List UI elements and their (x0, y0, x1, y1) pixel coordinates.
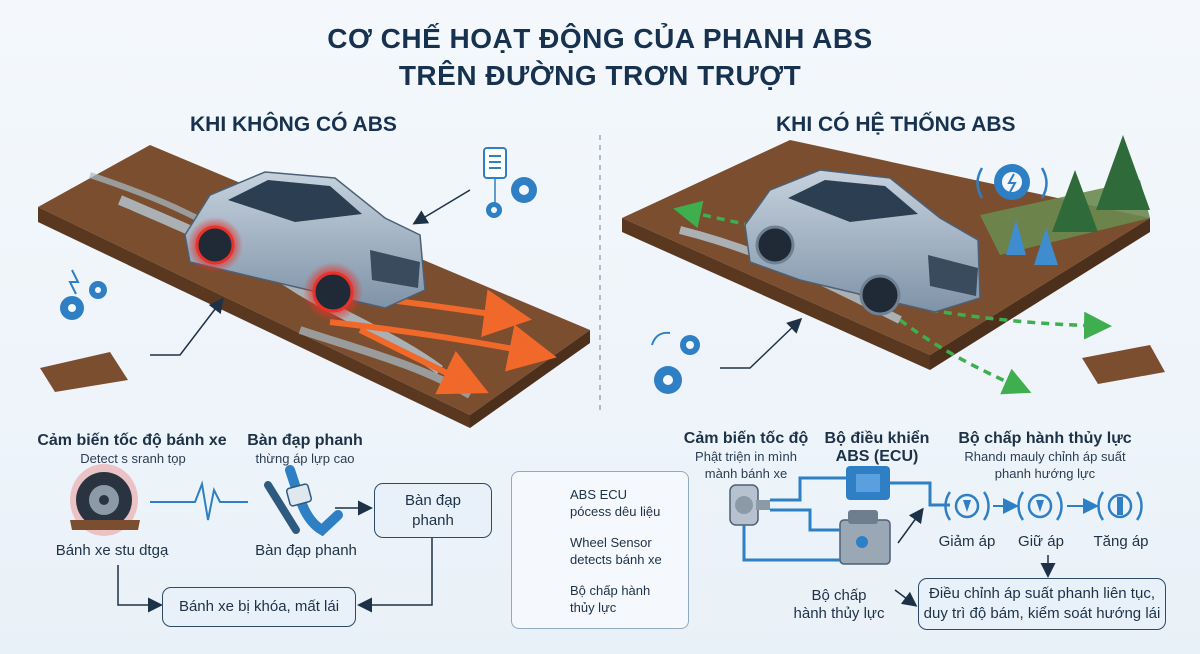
abs-signal-gear-icon (976, 164, 1048, 200)
left-callout-line-1 (412, 189, 471, 225)
abs-steer-path-2 (929, 308, 1112, 340)
left-ecu-icon (483, 147, 507, 208)
ecu-title-1: Bộ điều khiển (824, 430, 930, 447)
skid-arrow-3 (358, 327, 489, 395)
hydraulic-actuator-block (839, 510, 891, 565)
legend-item-1-line-2: pócess dêu liệu (570, 504, 661, 519)
ecu-chip-block (846, 466, 890, 500)
left-heading: KHI KHÔNG CÓ ABS (190, 113, 397, 136)
ecu-title-2: ABS (ECU) (835, 448, 919, 465)
left-car (184, 171, 426, 322)
abs-result-line-1: Điều chỉnh áp suất phanh liên tục, (929, 585, 1155, 602)
left-wheel-caption: Bánh xe stu dtgạ (55, 542, 169, 559)
right-car (744, 169, 981, 316)
legend-item-2-line-2: detects bánh xe (570, 552, 662, 567)
legend-box: ABS ECU pócess dêu liệu Wheel Sensor det… (511, 471, 689, 629)
brake-pedal-icon (264, 465, 343, 537)
actuator-sub-2: phanh hướng lực (994, 466, 1096, 481)
hydraulic-lines (742, 476, 950, 562)
abs-steer-path-3 (898, 318, 1032, 395)
left-tire-icon (70, 464, 140, 536)
title-line-1: CƠ CHẾ HOẠT ĐỘNG CỦA PHANH ABS (327, 23, 873, 54)
main-title: CƠ CHẾ HOẠT ĐỘNG CỦA PHANH ABS TRÊN ĐƯỜN… (0, 20, 1200, 94)
legend-item-2-line-1: Wheel Sensor (570, 535, 652, 550)
left-sensor-title: Cảm biến tốc độ bánh xe (37, 432, 227, 449)
left-pedal-box: Bàn đạp phanh (374, 483, 492, 538)
stage-increase-label: Tăng áp (1093, 533, 1149, 550)
actuator-title: Bộ chấp hành thủy lực (958, 430, 1132, 447)
left-gear-icon-cluster (60, 177, 537, 320)
left-pedal-sub: thừng áp lựp cao (255, 451, 355, 466)
right-callout-line (720, 317, 803, 369)
stage-hold-label: Giữ áp (1018, 533, 1064, 550)
right-heading: KHI CÓ HỆ THỐNG ABS (776, 113, 1016, 136)
legend-item-3-line-1: Bộ chấp hành (570, 583, 651, 598)
right-tire-tracks (1082, 345, 1165, 384)
traffic-cones (1006, 220, 1058, 265)
right-sensor-sub-1: Phật triện in mình (695, 449, 797, 464)
left-pedal-caption: Bàn đạp phanh (255, 542, 357, 559)
stage-decrease-label: Giảm áp (938, 533, 996, 550)
right-sensor-sub-2: mành bánh xe (704, 466, 788, 481)
legend-item-3-line-2: thủy lực (570, 600, 617, 615)
right-sensor-title: Cảm biến tốc độ (683, 430, 809, 447)
unit-caption-2: hành thủy lực (793, 605, 885, 622)
left-pedal-title: Bàn đạp phanh (247, 432, 363, 449)
actuator-sub-1: Rhandı mauly chỉnh áp suất (964, 449, 1126, 464)
title-line-2: TRÊN ĐƯỜNG TRƠN TRƯỢT (398, 60, 802, 91)
left-result-box: Bánh xe bị khóa, mất lái (162, 587, 356, 627)
abs-result-box: Điều chỉnh áp suất phanh liên tục, duy t… (918, 578, 1166, 630)
right-gear-icon-cluster (651, 331, 700, 394)
pressure-stage-icons (944, 491, 1143, 521)
left-sensor-sub: Detect s sranh tọp (80, 451, 186, 466)
skid-arrow-2 (329, 319, 557, 372)
abs-result-line-2: duy trì độ bám, kiểm soát hướng lái (923, 605, 1161, 622)
legend-item-1-line-1: ABS ECU (570, 487, 628, 502)
left-tire-tracks (40, 352, 128, 392)
wheel-speed-sensor-icon (729, 484, 770, 526)
left-callout-line-2 (150, 297, 224, 356)
pine-trees (1052, 135, 1150, 232)
unit-caption-1: Bộ chấp (811, 587, 867, 604)
